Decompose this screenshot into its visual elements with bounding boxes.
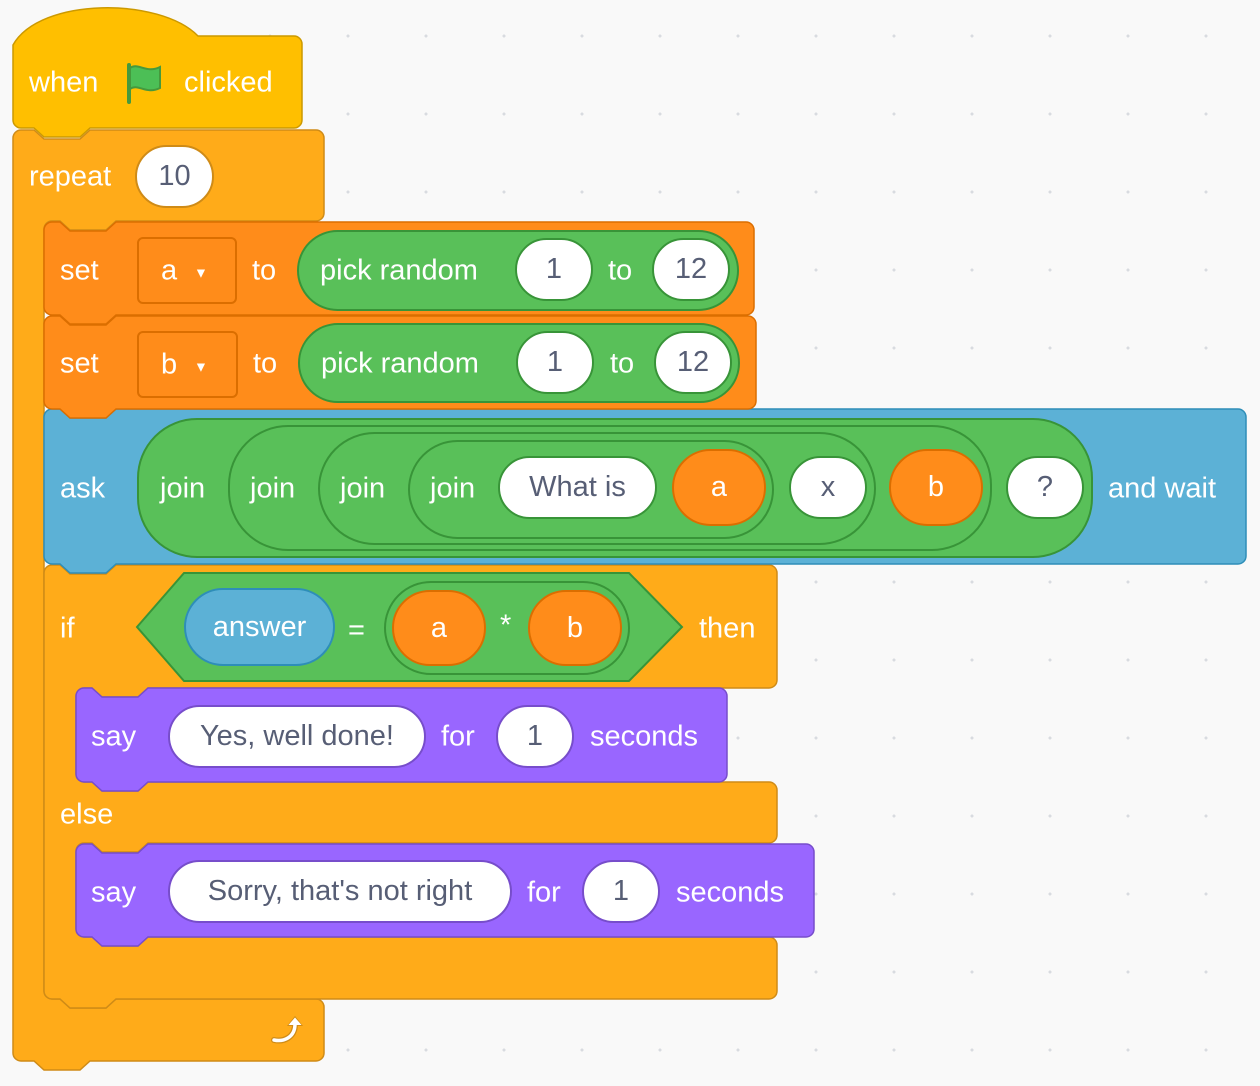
say-label: say (91, 720, 137, 753)
ask-label: ask (60, 472, 106, 505)
answer-reporter[interactable]: answer (184, 588, 335, 666)
dropdown-arrow-icon: ▼ (194, 357, 208, 374)
say-seconds-input[interactable]: 1 (496, 705, 574, 768)
set-b-label: set (60, 347, 99, 380)
variable-dropdown-b[interactable]: b ▼ (137, 331, 238, 398)
green-flag-icon[interactable] (124, 62, 166, 104)
hat-when-label: when (29, 66, 99, 99)
for-label: for (441, 720, 475, 753)
say-label: say (91, 876, 137, 909)
dropdown-value: a (161, 254, 178, 286)
variable-reporter-a[interactable]: a (392, 590, 486, 666)
random-from-input[interactable]: 1 (516, 331, 594, 394)
if-label: if (60, 612, 75, 645)
random-to-label: to (608, 254, 633, 287)
join-question-input[interactable]: ? (1006, 456, 1084, 519)
seconds-label: seconds (590, 720, 699, 753)
set-a-to-label: to (252, 254, 277, 287)
repeat-label: repeat (29, 160, 112, 193)
dropdown-value: b (161, 348, 178, 380)
say-message-input[interactable]: Yes, well done! (168, 705, 426, 768)
random-to-label: to (610, 347, 635, 380)
hat-clicked-label: clicked (184, 66, 273, 99)
then-label: then (699, 612, 756, 645)
variable-reporter-b[interactable]: b (889, 449, 983, 526)
join-label-2: join (250, 472, 296, 505)
else-label: else (60, 798, 114, 831)
variable-reporter-a[interactable]: a (672, 449, 766, 526)
equals-label: = (348, 614, 365, 647)
join-text-input[interactable]: What is (498, 456, 657, 519)
set-a-label: set (60, 254, 99, 287)
variable-reporter-b[interactable]: b (528, 590, 622, 666)
repeat-count-input[interactable]: 10 (135, 145, 214, 208)
seconds-label: seconds (676, 876, 785, 909)
repeat-arrow-icon (271, 1016, 303, 1044)
variable-dropdown-a[interactable]: a ▼ (137, 237, 237, 304)
say-message-input[interactable]: Sorry, that's not right (168, 860, 512, 923)
join-label-4: join (430, 472, 476, 505)
and-wait-label: and wait (1108, 472, 1217, 505)
join-label-1: join (160, 472, 206, 505)
random-from-input[interactable]: 1 (515, 238, 593, 301)
dropdown-arrow-icon: ▼ (194, 263, 208, 280)
join-label-3: join (340, 472, 386, 505)
multiply-label: * (500, 609, 512, 642)
random-to-input[interactable]: 12 (652, 238, 730, 301)
for-label: for (527, 876, 561, 909)
set-b-to-label: to (253, 347, 278, 380)
join-times-input[interactable]: x (789, 456, 867, 519)
random-to-input[interactable]: 12 (654, 331, 732, 394)
pick-random-label: pick random (320, 254, 478, 287)
pick-random-label: pick random (321, 347, 479, 380)
say-seconds-input[interactable]: 1 (582, 860, 660, 923)
